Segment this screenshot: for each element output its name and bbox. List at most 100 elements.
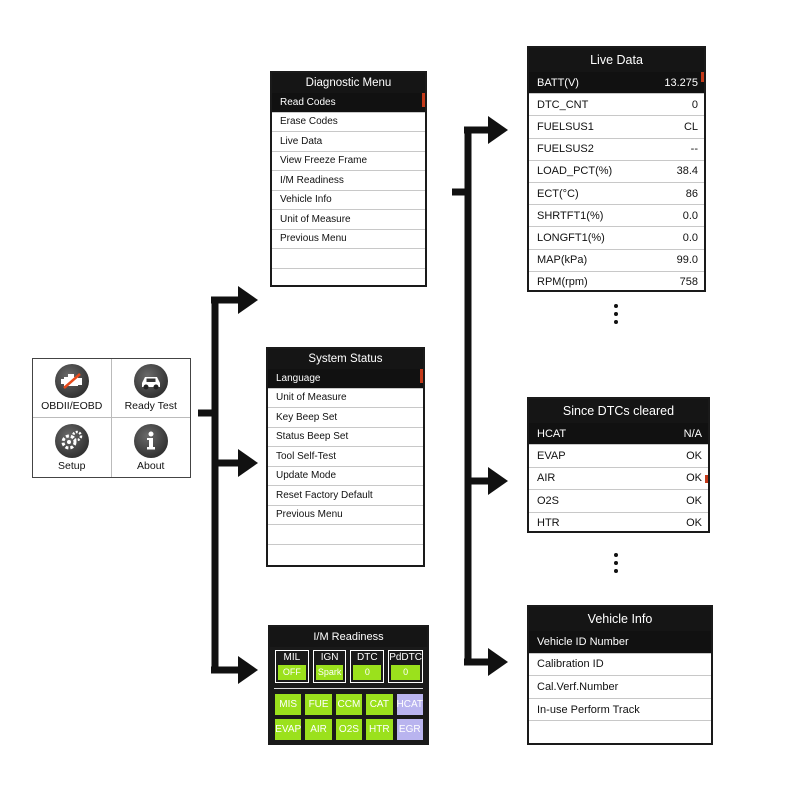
menu-item-status-beep-set[interactable]: Status Beep Set <box>268 428 423 447</box>
empty-row <box>272 249 425 269</box>
menu-item-vehicle-info[interactable]: Vehicle Info <box>272 191 425 210</box>
pid-row[interactable]: MAP(kPa) 99.0 <box>529 250 704 272</box>
menu-item-calibration-id[interactable]: Calibration ID <box>529 654 711 677</box>
tile-ready-test[interactable]: Ready Test <box>111 359 190 418</box>
empty-row <box>268 525 423 545</box>
monitor-fue: FUE <box>305 694 332 715</box>
monitor-name: EVAP <box>537 450 566 463</box>
monitor-name: O2S <box>537 494 560 507</box>
diagnostic-menu-screen: Diagnostic Menu Read Codes Erase Codes L… <box>270 71 427 287</box>
tile-about[interactable]: About <box>112 418 191 477</box>
monitor-air: AIR <box>305 719 332 740</box>
monitor-row[interactable]: HTR OK <box>529 513 708 531</box>
screen-title: System Status <box>268 349 423 369</box>
monitor-status: OK <box>686 494 702 507</box>
pid-row[interactable]: LOAD_PCT(%)38.4 <box>529 161 704 183</box>
pid-value: 0.0 <box>682 231 698 244</box>
menu-item-previous-menu[interactable]: Previous Menu <box>268 506 423 525</box>
pid-value: 86 <box>685 187 698 200</box>
pid-value: 38.4 <box>676 165 698 178</box>
tile-obd[interactable]: OBDII/EOBD <box>33 359 112 418</box>
menu-item-view-freeze-frame[interactable]: View Freeze Frame <box>272 152 425 171</box>
tile-label: About <box>137 459 165 472</box>
arrow-head <box>488 648 508 676</box>
arrow-head <box>238 286 258 314</box>
vehicle-info-screen: Vehicle Info Vehicle ID Number Calibrati… <box>527 605 713 745</box>
screen-title: Diagnostic Menu <box>272 73 425 93</box>
menu-item-im-readiness[interactable]: I/M Readiness <box>272 171 425 191</box>
pid-name: ECT(°C) <box>537 187 579 200</box>
menu-item-key-beep-set[interactable]: Key Beep Set <box>268 408 423 428</box>
status-value: OFF <box>278 665 306 680</box>
monitor-egr: EGR <box>396 719 423 740</box>
monitor-name: HTR <box>537 517 560 530</box>
scrollbar-thumb[interactable] <box>701 72 704 82</box>
engine-icon <box>54 364 89 398</box>
pid-name: MAP(kPa) <box>537 254 588 267</box>
pid-name: RPM(rpm) <box>537 276 588 289</box>
menu-item-cal-verf-number[interactable]: Cal.Verf.Number <box>529 676 711 699</box>
info-icon <box>133 423 168 458</box>
menu-item-unit-of-measure[interactable]: Unit of Measure <box>272 210 425 230</box>
monitor-row[interactable]: EVAP OK <box>529 445 708 468</box>
system-status-screen: System Status Language Unit of Measure K… <box>266 347 425 567</box>
menu-item-live-data[interactable]: Live Data <box>272 132 425 152</box>
monitor-row[interactable]: O2S OK <box>529 490 708 513</box>
monitor-status: OK <box>686 517 702 530</box>
scrollbar-thumb[interactable] <box>420 369 423 383</box>
menu-item-erase-codes[interactable]: Erase Codes <box>272 113 425 132</box>
menu-item-language[interactable]: Language <box>268 369 423 389</box>
menu-item-unit-of-measure[interactable]: Unit of Measure <box>268 389 423 408</box>
pid-row[interactable]: FUELSUS2 -- <box>529 139 704 161</box>
menu-item-update-mode[interactable]: Update Mode <box>268 467 423 486</box>
pid-value: 99.0 <box>676 254 698 267</box>
menu-item-previous-menu[interactable]: Previous Menu <box>272 230 425 249</box>
menu-item-read-codes[interactable]: Read Codes <box>272 93 425 113</box>
menu-item-vehicle-id-number[interactable]: Vehicle ID Number <box>529 631 711 654</box>
empty-row <box>529 721 711 743</box>
pid-value: 758 <box>679 276 698 289</box>
monitor-status: N/A <box>683 427 702 440</box>
more-indicator <box>614 304 618 328</box>
pid-row[interactable]: BATT(V)13.275 <box>529 72 704 95</box>
status-value: 0 <box>391 665 420 680</box>
scrollbar-thumb[interactable] <box>705 475 708 483</box>
monitor-evap: EVAP <box>275 719 302 740</box>
pid-value: 13.275 <box>664 76 698 89</box>
arrow-head <box>238 656 258 684</box>
tile-label: Ready Test <box>124 400 177 412</box>
scrollbar-thumb[interactable] <box>422 93 425 107</box>
status-label: IGN <box>320 652 339 663</box>
divider <box>274 688 423 689</box>
tile-setup[interactable]: Setup <box>33 418 112 477</box>
pid-row[interactable]: RPM(rpm) 758 <box>529 272 704 290</box>
arrow-head <box>238 449 258 477</box>
monitor-status: OK <box>686 450 702 463</box>
more-indicator <box>614 553 618 577</box>
status-value: Spark <box>315 665 344 680</box>
pid-value: 0.0 <box>682 209 698 222</box>
pid-value: CL <box>683 120 698 133</box>
menu-item-reset-factory-default[interactable]: Reset Factory Default <box>268 486 423 506</box>
pid-value: 0 <box>691 98 698 111</box>
menu-item-in-use-perform-track[interactable]: In-use Perform Track <box>529 699 711 722</box>
pid-name: LONGFT1(%) <box>537 231 605 244</box>
pid-value: -- <box>690 143 698 156</box>
tile-label: Setup <box>58 459 86 472</box>
pid-row[interactable]: ECT(°C) 86 <box>529 183 704 206</box>
pid-row[interactable]: LONGFT1(%) 0.0 <box>529 227 704 250</box>
tile-label: OBDII/EOBD <box>41 400 103 412</box>
pid-row[interactable]: SHRTFT1(%)0.0 <box>529 205 704 228</box>
screen-title: Since DTCs cleared <box>529 399 708 423</box>
monitor-mis: MIS <box>275 694 302 715</box>
menu-item-tool-self-test[interactable]: Tool Self-Test <box>268 447 423 467</box>
monitor-htr: HTR <box>366 719 393 740</box>
pid-name: FUELSUS2 <box>537 143 594 156</box>
